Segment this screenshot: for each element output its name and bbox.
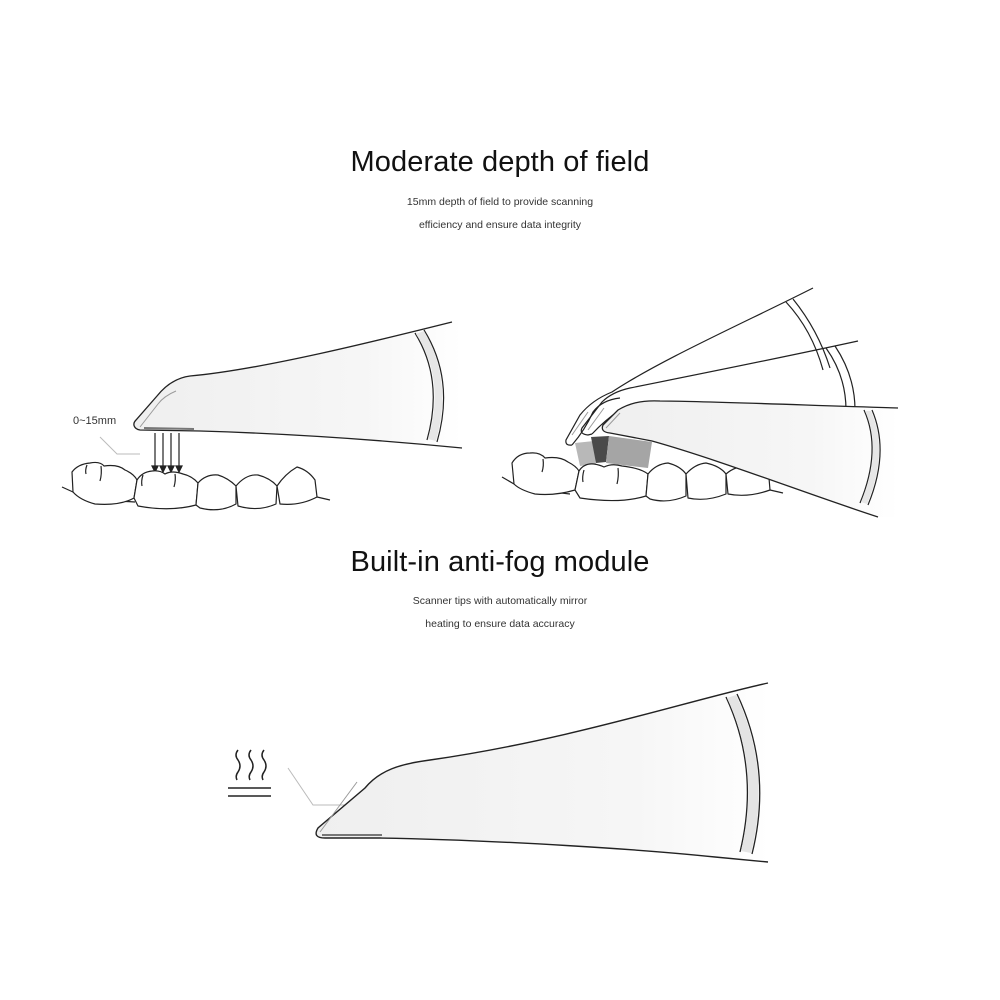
description-line: 15mm depth of field to provide scanning: [406, 196, 594, 208]
description-line: efficiency and ensure data integrity: [418, 219, 582, 231]
scanner-angles-diagram: [501, 287, 899, 518]
scan-arrows-icon: [151, 433, 183, 474]
section-title-anti-fog: Built-in anti-fog module: [350, 546, 650, 578]
scanner-tip-depth-diagram: [61, 320, 463, 511]
scanner-tip-icon: [315, 682, 770, 863]
scanner-tip-icon: [601, 400, 899, 518]
section-title-depth-of-field: Moderate depth of field: [350, 146, 650, 178]
teeth-icon: [61, 461, 331, 511]
teeth-icon: [501, 452, 784, 502]
scanner-tip-icon: [565, 287, 831, 446]
anti-fog-scanner-diagram: [228, 682, 770, 863]
depth-range-label: 0~15mm: [73, 415, 117, 427]
scanner-tip-icon: [580, 340, 859, 436]
heat-icon: [228, 749, 271, 797]
scanner-tip-icon: [133, 320, 463, 450]
section-description-depth-of-field: 15mm depth of field to provide scanning …: [0, 191, 1000, 237]
section-description-anti-fog: Scanner tips with automatically mirror h…: [0, 590, 1000, 636]
scan-field-icon: [575, 436, 652, 468]
description-line: heating to ensure data accuracy: [425, 618, 575, 630]
description-line: Scanner tips with automatically mirror: [412, 595, 588, 607]
